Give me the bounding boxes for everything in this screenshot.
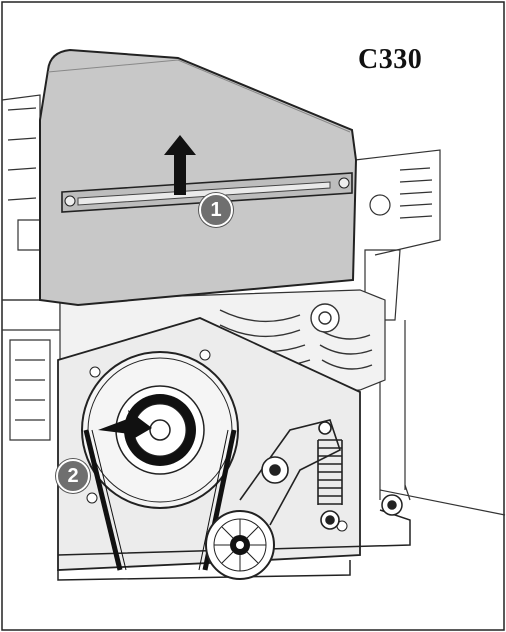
tension-spring — [317, 439, 343, 530]
callout-2: 2 — [56, 459, 90, 493]
engine-cover — [39, 48, 358, 307]
main-pulley — [81, 351, 239, 509]
callout-1: 1 — [199, 193, 233, 227]
model-label: C330 — [358, 44, 423, 75]
tensioner-assembly — [239, 419, 341, 526]
idler-pulley — [205, 510, 275, 580]
lift-arrow-icon — [164, 135, 196, 195]
pulley-arrow-icon — [98, 410, 152, 442]
